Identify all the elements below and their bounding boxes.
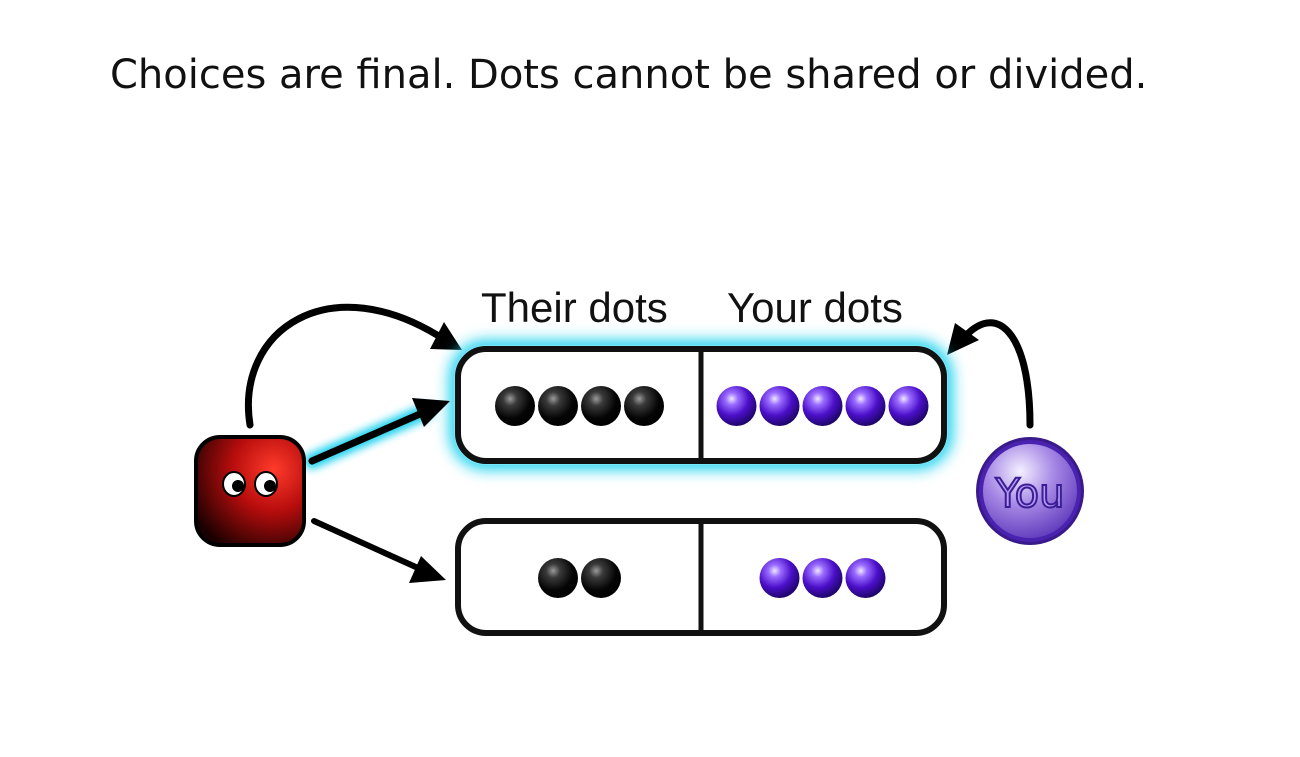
your-dot bbox=[888, 386, 929, 426]
you-curve-arrow bbox=[958, 319, 1034, 429]
option-bottom-your-dots bbox=[759, 558, 886, 598]
agent-eye-left-icon bbox=[222, 471, 246, 497]
arrow-to-bottom-option bbox=[311, 518, 421, 571]
agent-eye-right-icon bbox=[254, 471, 278, 497]
your-dot bbox=[759, 558, 800, 598]
option-top-their-dots bbox=[495, 386, 664, 426]
arrow-to-top-option bbox=[308, 410, 424, 465]
their-dot bbox=[538, 558, 578, 598]
their-dot bbox=[581, 386, 621, 426]
their-dot bbox=[495, 386, 535, 426]
their-dot bbox=[624, 386, 664, 426]
option-bottom-their-dots bbox=[538, 558, 621, 598]
you-badge-icon: You bbox=[976, 437, 1084, 545]
option-top-your-dots bbox=[716, 386, 929, 426]
your-dot bbox=[802, 386, 843, 426]
your-dot bbox=[845, 558, 886, 598]
agent-curve-arrow bbox=[245, 303, 449, 429]
option-box-bottom[interactable] bbox=[455, 518, 947, 636]
you-badge-label: You bbox=[995, 471, 1065, 517]
your-dot bbox=[716, 386, 757, 426]
their-dot bbox=[581, 558, 621, 598]
your-dot bbox=[759, 386, 800, 426]
you-curve-arrowhead bbox=[947, 323, 979, 355]
red-square-face-icon bbox=[194, 435, 306, 547]
option-box-top[interactable] bbox=[455, 346, 947, 464]
their-dots-header: Their dots bbox=[481, 284, 668, 331]
their-dot bbox=[538, 386, 578, 426]
your-dot bbox=[845, 386, 886, 426]
your-dot bbox=[802, 558, 843, 598]
agent-curve-arrowhead bbox=[430, 322, 462, 350]
arrow-to-bottom-arrowhead bbox=[409, 556, 446, 583]
your-dots-header: Your dots bbox=[727, 284, 903, 331]
arrow-to-top-arrowhead bbox=[412, 398, 450, 427]
instruction-text: Choices are final. Dots cannot be shared… bbox=[110, 52, 1148, 98]
